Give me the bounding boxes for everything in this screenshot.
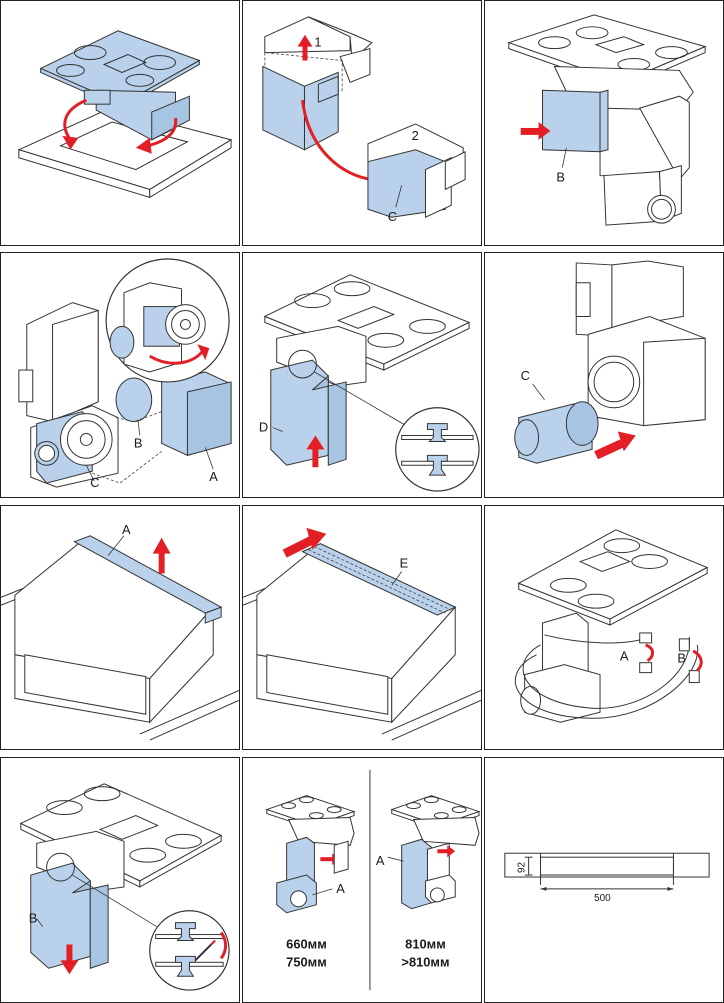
step-2-illustration: 1 2 C <box>262 16 466 224</box>
step-12-panel: 92 500 <box>484 757 724 1003</box>
label-b: B <box>677 651 686 666</box>
label-1: 1 <box>314 35 321 50</box>
label-a-right: A <box>376 853 385 868</box>
label-c: C <box>90 475 99 490</box>
size-750: 750мм <box>286 954 327 969</box>
label-c: C <box>521 368 530 383</box>
step-6-illustration: C <box>514 260 706 464</box>
step-4-illustration: C B A <box>18 258 232 490</box>
step-9-illustration: A B <box>514 529 709 723</box>
label-a-left: A <box>336 881 345 896</box>
step-7-illustration: A <box>1 522 239 741</box>
size-gt-810: >810мм <box>401 954 449 969</box>
step-1-panel <box>0 0 240 246</box>
label-b: B <box>556 170 565 185</box>
step-5-illustration: D <box>259 274 480 492</box>
label-e: E <box>400 556 409 571</box>
label-b: B <box>29 911 38 926</box>
step-3-panel: B <box>484 0 724 246</box>
label-b: B <box>134 435 143 450</box>
step-7-panel: A <box>0 505 240 750</box>
step-5-panel: D <box>242 252 482 498</box>
step-2-panel: 1 2 C <box>242 0 482 246</box>
step-6-panel: C <box>484 252 724 498</box>
dim-height: 92 <box>517 862 528 874</box>
step-8-illustration: E <box>243 527 481 741</box>
step-4-panel: C B A <box>0 252 240 498</box>
label-2: 2 <box>412 128 419 143</box>
label-a: A <box>209 469 218 484</box>
step-11-illustration: A 660мм 750мм A 810мм >810мм <box>265 769 481 991</box>
step-9-panel: A B <box>484 505 724 750</box>
size-660: 660мм <box>286 936 327 951</box>
step-12-illustration: 92 500 <box>504 852 710 904</box>
step-11-panel: A 660мм 750мм A 810мм >810мм <box>242 757 482 1003</box>
label-d: D <box>259 420 268 435</box>
step-10-illustration: B <box>19 783 230 991</box>
label-a: A <box>122 522 131 537</box>
step-8-panel: E <box>242 505 482 750</box>
size-810: 810мм <box>405 936 446 951</box>
label-a: A <box>620 649 629 664</box>
label-c: C <box>388 209 397 224</box>
step-1-illustration <box>17 30 233 199</box>
dim-width: 500 <box>594 893 611 904</box>
step-3-illustration: B <box>507 14 707 226</box>
step-10-panel: B <box>0 757 240 1003</box>
